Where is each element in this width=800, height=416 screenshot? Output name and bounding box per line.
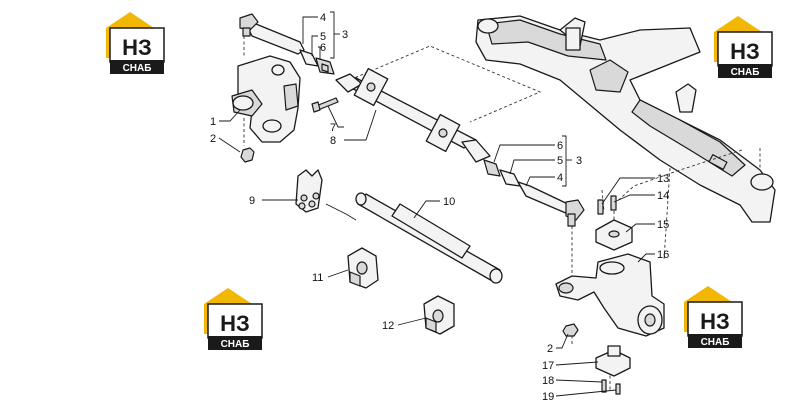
logo-sub-text: СНАБ — [701, 337, 730, 348]
clamp-part — [347, 247, 379, 289]
callout-5: 5 — [557, 155, 563, 167]
callout-18: 18 — [542, 375, 554, 387]
nut-part — [562, 323, 579, 337]
mounting-bracket-part — [295, 169, 323, 213]
bolt-part — [597, 195, 617, 215]
tie-rod-end-right-part — [483, 159, 585, 227]
callout-leader-lines — [218, 11, 655, 397]
callout-16: 16 — [657, 249, 669, 261]
brand-logo-bottom-right: НЗ СНАБ — [683, 285, 743, 349]
callout-3: 3 — [576, 155, 582, 167]
logo-main-text: НЗ — [220, 311, 250, 336]
callout-12: 12 — [382, 320, 394, 332]
callout-2: 2 — [547, 343, 553, 355]
brand-logo-top-right: НЗ СНАБ — [713, 15, 773, 79]
callout-6: 6 — [557, 140, 563, 152]
steering-cylinder-part — [335, 67, 491, 163]
callout-17: 17 — [542, 360, 554, 372]
bolt-part — [311, 97, 339, 113]
callout-1: 1 — [210, 116, 216, 128]
axle-shaft-part — [325, 192, 503, 284]
callout-10: 10 — [443, 196, 455, 208]
axle-beam-part — [475, 15, 776, 223]
callout-3: 3 — [342, 29, 348, 41]
steering-knuckle-right-part — [555, 253, 665, 337]
steering-knuckle-left-part — [231, 55, 301, 143]
logo-main-text: НЗ — [730, 39, 760, 64]
logo-sub-text: СНАБ — [731, 67, 760, 78]
bolt-part — [601, 379, 621, 395]
callout-9: 9 — [249, 195, 255, 207]
callout-labels: 4 5 6 3 1 2 7 8 6 5 4 3 9 10 11 12 13 14… — [210, 12, 669, 403]
logo-sub-text: СНАБ — [221, 339, 250, 350]
callout-11: 11 — [312, 272, 323, 284]
callout-13: 13 — [657, 173, 669, 185]
nut-part — [240, 147, 255, 163]
lower-cap-part — [595, 345, 631, 377]
callout-14: 14 — [657, 190, 669, 202]
logo-main-text: НЗ — [122, 35, 152, 60]
adjusting-sleeve-left-part — [299, 49, 335, 75]
brand-logo-top-left: НЗ СНАБ — [105, 11, 165, 75]
callout-7: 7 — [330, 122, 336, 134]
callout-2: 2 — [210, 133, 216, 145]
upper-cap-part — [595, 219, 633, 251]
callout-8: 8 — [330, 135, 336, 147]
tie-rod-end-left-part — [239, 13, 305, 55]
clamp-part — [423, 295, 455, 335]
callout-4: 4 — [320, 12, 326, 24]
callout-5: 5 — [320, 31, 326, 43]
callout-19: 19 — [542, 391, 554, 403]
callout-6: 6 — [320, 42, 326, 54]
logo-main-text: НЗ — [700, 309, 730, 334]
callout-4: 4 — [557, 172, 563, 184]
callout-15: 15 — [657, 219, 669, 231]
logo-sub-text: СНАБ — [123, 63, 152, 74]
brand-logo-bottom-left: НЗ СНАБ — [203, 287, 263, 351]
